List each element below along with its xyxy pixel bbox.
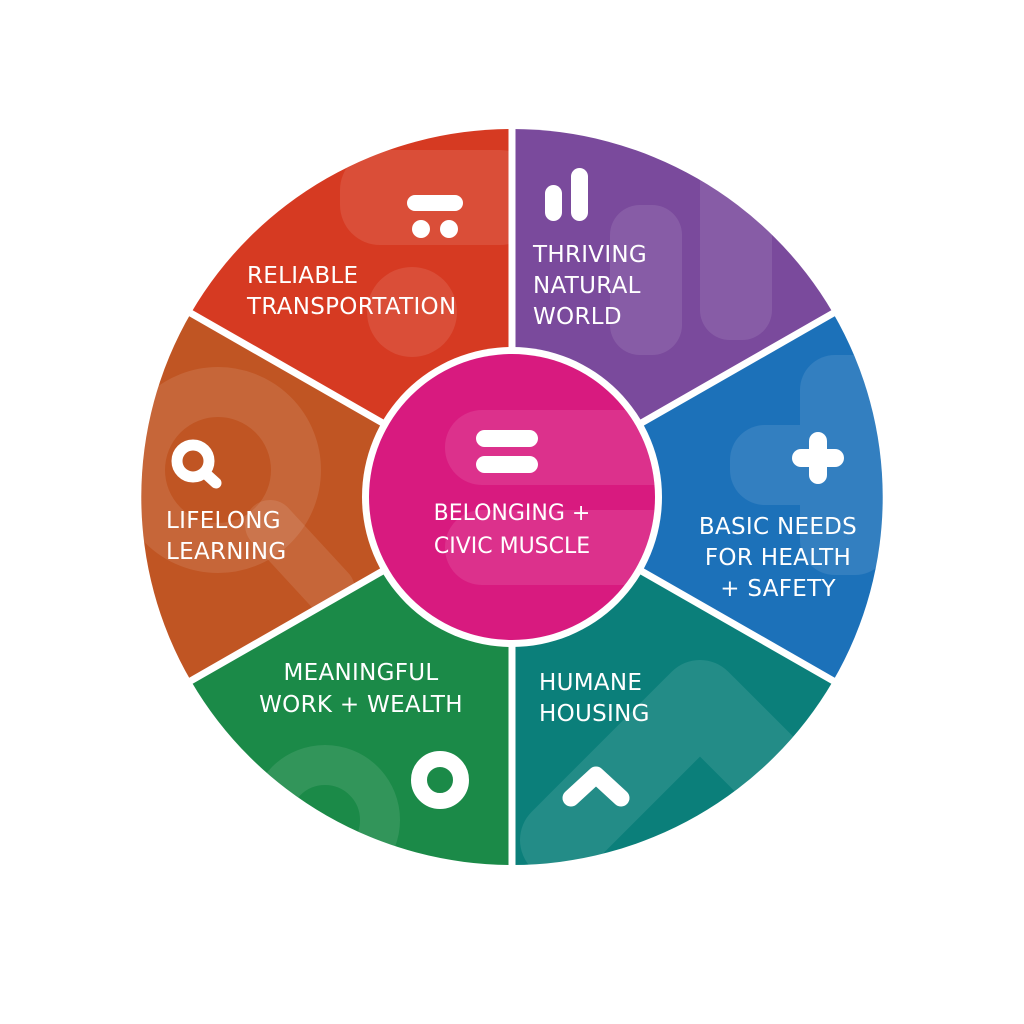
ring-icon xyxy=(411,751,469,809)
magnifier-icon xyxy=(171,439,222,489)
segment-label-line2: TRANSPORTATION xyxy=(246,294,456,320)
bar-chart-icon xyxy=(545,168,588,221)
segment-label-line3: + SAFETY xyxy=(720,576,836,602)
label-meaningful-work-wealth: MEANINGFUL WORK + WEALTH xyxy=(259,660,463,718)
segment-label-line2: HOUSING xyxy=(539,701,650,727)
segment-label-line1: THRIVING xyxy=(532,242,647,268)
segment-label-line2: FOR HEALTH xyxy=(705,545,851,571)
center-label-line1: BELONGING + xyxy=(434,501,591,526)
segment-label-line2: LEARNING xyxy=(166,539,286,565)
segment-label-line2: NATURAL xyxy=(533,273,641,299)
decorative-shapes xyxy=(141,367,355,615)
segment-label-line1: LIFELONG xyxy=(166,508,281,534)
transit-icon xyxy=(407,195,463,238)
segment-basic-needs-health-safety xyxy=(512,313,883,681)
label-thriving-natural-world: THRIVING NATURAL WORLD xyxy=(532,242,647,330)
equals-icon xyxy=(476,430,538,473)
segment-label-line2: WORK + WEALTH xyxy=(259,692,463,718)
label-humane-housing: HUMANE HOUSING xyxy=(539,670,650,727)
segment-label-line1: RELIABLE xyxy=(247,263,358,289)
center-label-line2: CIVIC MUSCLE xyxy=(434,534,590,559)
segment-label-line1: MEANINGFUL xyxy=(283,660,438,686)
segment-shape xyxy=(141,313,512,681)
segment-label-line1: HUMANE xyxy=(539,670,642,696)
label-basic-needs-health-safety: BASIC NEEDS FOR HEALTH + SAFETY xyxy=(699,514,857,602)
segment-lifelong-learning xyxy=(141,313,512,681)
decorative-shapes xyxy=(250,745,400,865)
segment-label-line3: WORLD xyxy=(533,304,622,330)
segment-shape xyxy=(512,313,883,681)
center-hub-belonging-civic-muscle: BELONGING + CIVIC MUSCLE xyxy=(362,347,662,647)
segment-label-line1: BASIC NEEDS xyxy=(699,514,857,540)
label-reliable-transportation: RELIABLE TRANSPORTATION xyxy=(246,263,456,320)
plus-icon xyxy=(792,432,844,484)
label-lifelong-learning: LIFELONG LEARNING xyxy=(166,508,286,565)
center-circle xyxy=(369,354,655,640)
chevron-up-icon xyxy=(562,766,630,807)
